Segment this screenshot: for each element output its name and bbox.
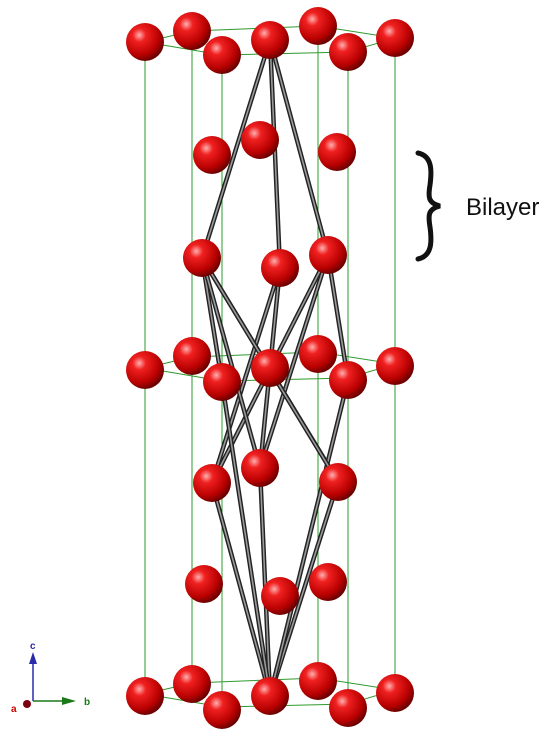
axis-b-label: b xyxy=(84,697,90,708)
atom xyxy=(376,347,414,385)
axis-a-label: a xyxy=(11,704,17,715)
bond-highlight xyxy=(269,39,281,269)
bond-highlight xyxy=(211,482,271,697)
atom xyxy=(329,361,367,399)
bond-highlight xyxy=(221,381,271,697)
atom xyxy=(299,662,337,700)
atom xyxy=(329,689,367,727)
atom xyxy=(173,12,211,50)
atom xyxy=(261,249,299,287)
atom xyxy=(376,674,414,712)
bond-highlight xyxy=(269,481,339,697)
bond-highlight xyxy=(269,379,349,697)
bond-highlight xyxy=(201,257,223,383)
atom xyxy=(203,36,241,74)
atom xyxy=(241,121,279,159)
atom xyxy=(126,677,164,715)
bilayer-label: Bilayer xyxy=(466,194,540,221)
atom xyxy=(376,19,414,57)
atom xyxy=(185,565,223,603)
cell-edge xyxy=(191,677,319,684)
atom xyxy=(251,677,289,715)
bond-highlight xyxy=(269,39,329,256)
atom xyxy=(299,7,337,45)
axis-a-dot xyxy=(23,700,31,708)
bond-highlight xyxy=(201,257,261,469)
cell-edge xyxy=(221,51,349,56)
axis-b-arrowhead xyxy=(62,697,76,705)
bilayer-brace xyxy=(415,150,441,262)
axis-triad: c b a xyxy=(11,641,90,715)
atom xyxy=(309,236,347,274)
atom xyxy=(173,337,211,375)
atom xyxy=(251,349,289,387)
bond-highlight xyxy=(201,39,271,259)
atom xyxy=(203,363,241,401)
atom xyxy=(251,21,289,59)
atom xyxy=(126,23,164,61)
atom-set xyxy=(126,7,414,729)
atom xyxy=(261,577,299,615)
atom xyxy=(318,133,356,171)
axis-c-label: c xyxy=(30,641,36,652)
atom xyxy=(319,463,357,501)
axis-c-arrowhead xyxy=(29,652,37,664)
atom xyxy=(193,464,231,502)
bond-highlight xyxy=(211,267,281,484)
atom xyxy=(183,239,221,277)
atom xyxy=(193,136,231,174)
bond-highlight xyxy=(327,254,349,381)
atom xyxy=(309,563,347,601)
atom xyxy=(126,351,164,389)
atom xyxy=(329,33,367,71)
bond-highlight xyxy=(259,467,271,697)
bond-highlight xyxy=(259,254,329,469)
atom xyxy=(203,691,241,729)
atom xyxy=(241,449,279,487)
atom xyxy=(173,665,211,703)
atom xyxy=(299,335,337,373)
